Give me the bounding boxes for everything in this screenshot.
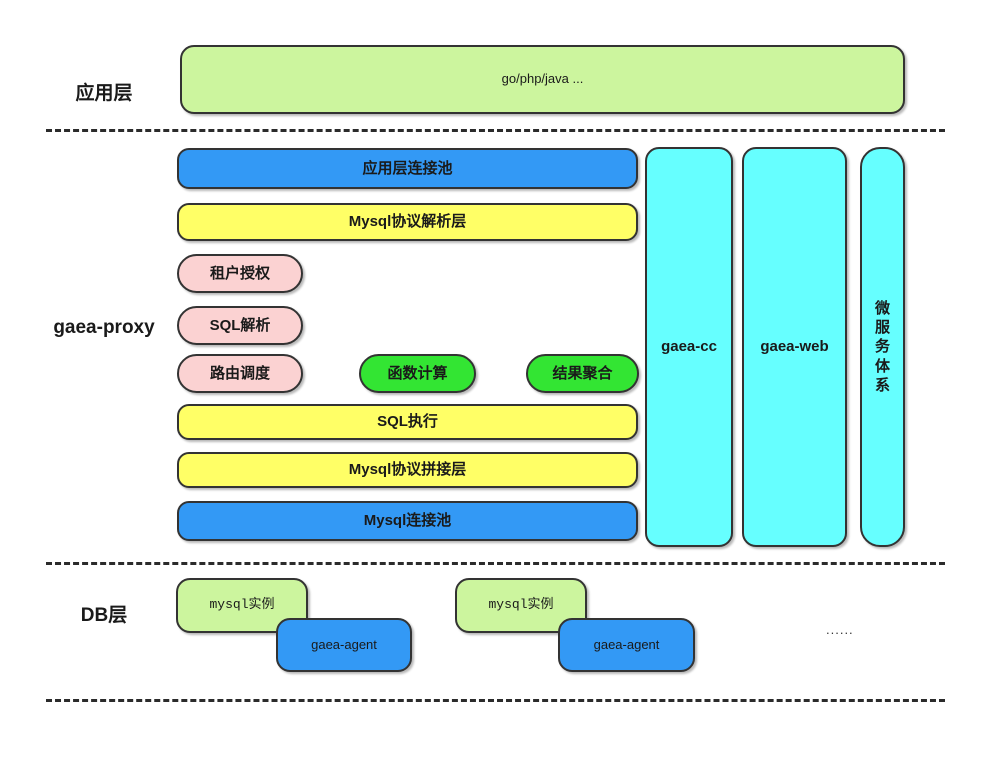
side-column-gaea-cc[interactable]: gaea-cc [645,147,733,547]
proxy-bar-app-conn-pool[interactable]: 应用层连接池 [177,148,638,189]
proxy-box-label: 函数计算 [387,364,448,382]
app-layer-box-label: go/php/java ... [501,71,584,87]
proxy-bar-label: SQL执行 [377,413,438,431]
db-mysql-instance-1[interactable]: mysql实例 [176,578,308,633]
vertical-char: 服 [874,319,890,337]
proxy-box-route-schedule[interactable]: 路由调度 [177,354,303,393]
db-gaea-agent-label: gaea-agent [311,636,377,652]
proxy-box-tenant-auth[interactable]: 租户授权 [177,254,303,293]
side-column-gaea-web[interactable]: gaea-web [742,147,847,547]
side-column-label-vertical: 微 服 务 体 系 [875,299,890,395]
side-column-label: gaea-cc [661,338,717,356]
proxy-box-sql-parse[interactable]: SQL解析 [177,306,303,345]
proxy-box-label: 路由调度 [209,364,270,382]
db-gaea-agent-label: gaea-agent [593,636,660,652]
app-layer-box[interactable]: go/php/java ... [180,45,905,114]
side-column-label: gaea-web [760,338,829,356]
proxy-bar-mysql-conn-pool[interactable]: Mysql连接池 [177,501,638,541]
proxy-bar-label: 应用层连接池 [362,159,453,177]
db-mysql-instance-label: mysql实例 [209,597,275,613]
vertical-char: 系 [874,376,890,394]
proxy-box-function-compute[interactable]: 函数计算 [359,354,476,393]
layer-label-gaea-proxy: gaea-proxy [53,317,155,338]
separator-app-proxy [46,129,945,132]
proxy-bar-mysql-protocol-assemble[interactable]: Mysql协议拼接层 [177,452,638,488]
proxy-box-label: SQL解析 [209,316,271,334]
db-gaea-agent-1[interactable]: gaea-agent [276,618,412,672]
db-mysql-instance-label: mysql实例 [488,597,554,613]
proxy-box-label: 租户授权 [209,264,270,282]
separator-proxy-db [46,562,945,565]
layer-label-db: DB层 [80,604,128,626]
db-gaea-agent-2[interactable]: gaea-agent [558,618,695,672]
vertical-char: 微 [874,300,890,318]
separator-db-bottom [46,699,945,702]
proxy-box-label: 结果聚合 [552,364,613,382]
proxy-bar-label: Mysql连接池 [363,512,452,530]
proxy-box-result-aggregate[interactable]: 结果聚合 [526,354,639,393]
proxy-bar-sql-exec[interactable]: SQL执行 [177,404,638,440]
vertical-char: 务 [874,338,890,356]
proxy-bar-label: Mysql协议拼接层 [348,461,467,479]
side-column-microservice-system[interactable]: 微 服 务 体 系 [860,147,905,547]
proxy-bar-mysql-protocol-parse[interactable]: Mysql协议解析层 [177,203,638,241]
db-more-ellipsis: ...... [826,622,854,637]
layer-label-app: 应用层 [75,82,133,104]
vertical-char: 体 [874,357,890,375]
proxy-bar-label: Mysql协议解析层 [348,213,467,231]
